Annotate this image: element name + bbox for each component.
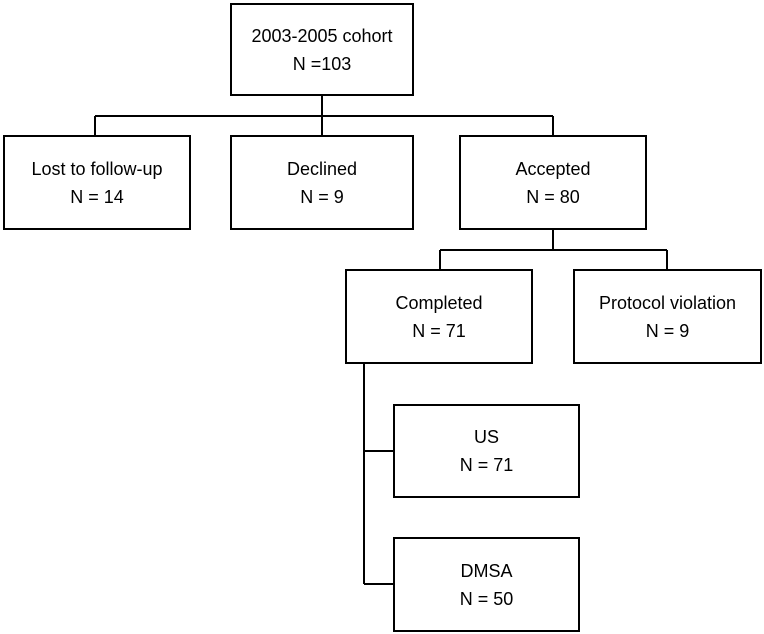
dmsa-box: DMSA N = 50 — [393, 537, 580, 632]
cohort-box: 2003-2005 cohort N =103 — [230, 3, 414, 96]
declined-title: Declined — [286, 158, 358, 179]
lost-to-follow-up-box: Lost to follow-up N = 14 — [3, 135, 191, 230]
completed-count: N = 71 — [412, 320, 466, 341]
completed-box: Completed N = 71 — [345, 269, 533, 364]
accepted-title: Accepted — [515, 158, 591, 179]
dmsa-title: DMSA — [460, 560, 513, 581]
lost-count: N = 14 — [70, 186, 124, 207]
protocol-count: N = 9 — [645, 320, 690, 341]
cohort-title: 2003-2005 cohort — [251, 25, 393, 46]
accepted-box: Accepted N = 80 — [459, 135, 647, 230]
cohort-count: N =103 — [292, 53, 352, 74]
completed-title: Completed — [395, 292, 483, 313]
accepted-count: N = 80 — [526, 186, 580, 207]
protocol-violation-box: Protocol violation N = 9 — [573, 269, 762, 364]
dmsa-count: N = 50 — [459, 588, 514, 609]
us-count: N = 71 — [459, 455, 514, 475]
us-title: US — [473, 427, 499, 447]
protocol-title: Protocol violation — [598, 292, 737, 313]
declined-box: Declined N = 9 — [230, 135, 414, 230]
declined-count: N = 9 — [300, 186, 344, 207]
us-box: US N = 71 — [393, 404, 580, 498]
lost-title: Lost to follow-up — [31, 158, 163, 179]
